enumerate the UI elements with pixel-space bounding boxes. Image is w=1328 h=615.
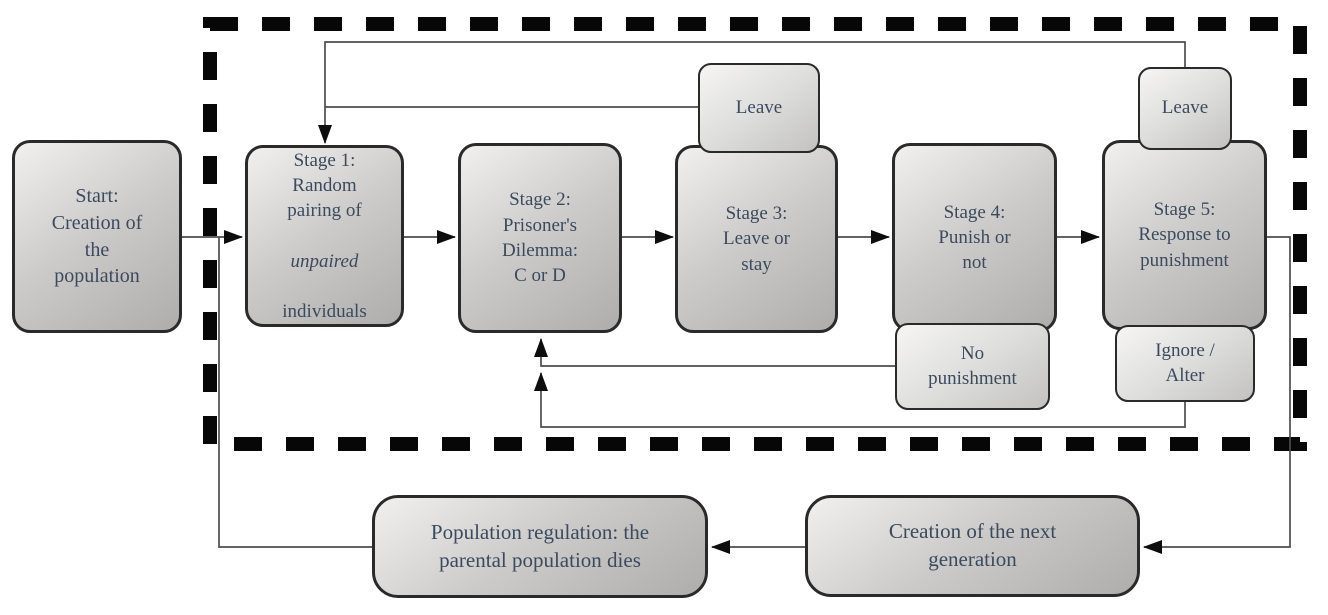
box-next-generation-label: Creation of the next generation [888,519,1057,571]
box-population-regulation: Population regulation: the parental popu… [372,495,708,598]
connector-leave-stage5-to-stage1 [318,41,1186,144]
box-start-label: Start: Creation of the population [51,185,143,288]
box-start: Start: Creation of the population [12,140,182,333]
connector-population-regulation-to-stage1 [218,237,372,548]
box-leave-stage5-label: Leave [1161,97,1209,119]
box-leave-stage3: Leave [698,63,820,153]
box-stage1-label-italic: unpaired [290,250,359,272]
box-stage1-label-post: individuals [282,301,367,323]
connector-ignore-alter-to-stage2 [534,372,1186,428]
box-no-punishment: No punishment [895,323,1050,410]
box-stage3: Stage 3: Leave or stay [675,145,838,333]
box-ignore-alter: Ignore / Alter [1115,325,1255,402]
box-next-generation: Creation of the next generation [805,495,1140,597]
box-leave-stage5: Leave [1138,67,1232,150]
box-leave-stage3-label: Leave [735,96,783,118]
box-stage5-label: Stage 5: Response to punishment [1138,199,1231,271]
box-stage3-label: Stage 3: Leave or stay [723,203,790,275]
connector-stage5-to-next-generation [1143,236,1291,554]
box-ignore-alter-label: Ignore / Alter [1155,339,1215,386]
box-stage5: Stage 5: Response to punishment [1102,140,1267,330]
box-stage4: Stage 4: Punish or not [892,143,1057,332]
generation-loop-dashed-border [203,17,1307,451]
box-stage1: Stage 1: Random pairing of unpaired indi… [245,145,404,327]
box-stage1-label: Stage 1: Random pairing of unpaired indi… [282,122,366,349]
box-stage2: Stage 2: Prisoner's Dilemma: C or D [458,143,622,333]
box-population-regulation-label: Population regulation: the parental popu… [430,519,650,572]
box-no-punishment-label: No punishment [928,342,1017,389]
connector-no-punishment-to-stage2 [534,338,895,367]
box-stage2-label: Stage 2: Prisoner's Dilemma: C or D [502,189,578,287]
box-stage1-label-pre: Stage 1: Random pairing of [287,149,362,222]
box-stage4-label: Stage 4: Punish or not [938,201,1011,274]
